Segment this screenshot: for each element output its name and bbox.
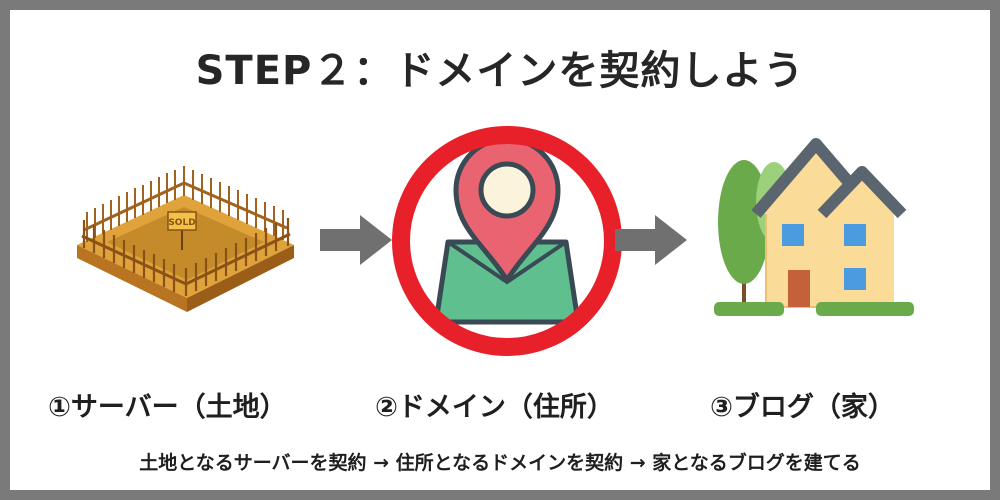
step-label-blog: ③ブログ（家）	[710, 392, 895, 423]
process-caption: 土地となるサーバーを契約 → 住所となるドメインを契約 → 家となるブログを建て…	[139, 452, 861, 474]
house-icon	[714, 138, 914, 316]
map-pin-icon	[392, 126, 622, 356]
step-card: STEP２：ドメインを契約しよう	[10, 10, 990, 490]
step-label-server: ①サーバー（土地）	[48, 392, 287, 423]
sold-sign	[167, 211, 197, 231]
arrow-right-icon	[615, 215, 687, 265]
page-title: STEP２：ドメインを契約しよう	[195, 48, 805, 94]
arrow-right-icon	[320, 215, 392, 265]
highlight-ring	[392, 126, 622, 356]
sold-sign-text: SOLD	[168, 218, 195, 228]
step-label-domain: ②ドメイン（住所）	[375, 392, 614, 423]
sold-land-icon: SOLD	[77, 166, 294, 312]
